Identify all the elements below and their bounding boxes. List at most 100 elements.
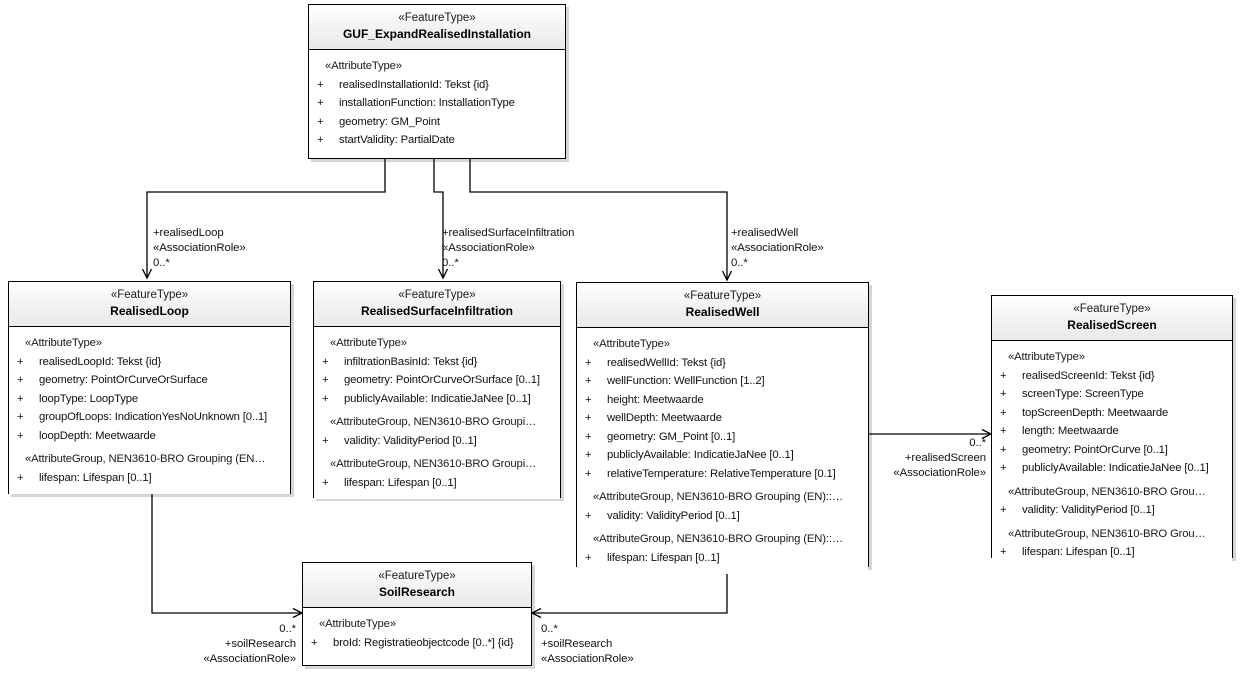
attribute-text: lifespan: Lifespan [0..1] [344, 476, 457, 489]
association-stereotype: «AssociationRole» [442, 242, 535, 254]
class-guf-expandrealisedinstallation[interactable]: «FeatureType» GUF_ExpandRealisedInstalla… [308, 4, 566, 159]
attribute-row: +lifespan: Lifespan [0..1] [314, 474, 560, 493]
attribute-row: +lifespan: Lifespan [0..1] [992, 543, 1232, 562]
class-header: «FeatureType» RealisedScreen [992, 296, 1232, 341]
visibility-marker: + [585, 412, 592, 424]
visibility-marker: + [1000, 462, 1007, 474]
attribute-text: realisedInstallationId: Tekst {id} [339, 78, 489, 91]
visibility-marker: + [317, 97, 324, 109]
class-realisedscreen[interactable]: «FeatureType» RealisedScreen «AttributeT… [991, 295, 1233, 569]
association-label-realisedscreen: 0..* +realisedScreen «AssociationRole» [836, 436, 986, 481]
association-role: +realisedLoop [153, 227, 224, 239]
attribute-row: +validity: ValidityPeriod [0..1] [992, 501, 1232, 520]
attribute-row: +loopType: LoopType [9, 390, 290, 409]
attribute-group-label: «AttributeType» [25, 337, 102, 349]
attribute-row: +geometry: GM_Point [0..1] [577, 428, 868, 447]
attribute-row: +realisedWellId: Tekst {id} [577, 354, 868, 373]
attribute-text: geometry: PointOrCurveOrSurface [39, 374, 208, 386]
class-realisedwell[interactable]: «FeatureType» RealisedWell «AttributeTyp… [576, 282, 869, 574]
association-label-realisedwell: +realisedWell «AssociationRole» 0..* [731, 226, 824, 271]
class-body: «AttributeType» +realisedScreenId: Tekst… [992, 341, 1232, 569]
association-label-realisedsurfaceinfiltration: +realisedSurfaceInfiltration «Associatio… [442, 226, 574, 271]
attribute-row: +realisedScreenId: Tekst {id} [992, 367, 1232, 386]
attribute-text: groupOfLoops: IndicationYesNoUnknown [0.… [39, 411, 268, 423]
attribute-text: startValidity: PartialDate [339, 134, 455, 146]
attribute-text: infiltrationBasinId: Tekst {id} [344, 355, 478, 368]
attribute-row: +groupOfLoops: IndicationYesNoUnknown [0… [9, 408, 290, 427]
class-soilresearch[interactable]: «FeatureType» SoilResearch «AttributeTyp… [302, 562, 532, 666]
association-stereotype: «AssociationRole» [541, 653, 634, 665]
attribute-row: + relativeTemperature: RelativeTemperatur… [577, 465, 868, 484]
visibility-marker: + [585, 393, 592, 406]
attribute-row: + topScreenDepth: Meetwaarde [992, 404, 1232, 423]
association-role: +soilResearch [224, 638, 296, 650]
attribute-row: +broId: Registratieobjectcode [0..*] {id… [303, 634, 531, 653]
visibility-marker: + [585, 356, 592, 369]
class-body: «AttributeType» + realisedInstallationId:… [309, 50, 565, 157]
visibility-marker: + [17, 392, 24, 405]
visibility-marker: + [317, 134, 324, 146]
visibility-marker: + [317, 115, 324, 128]
class-stereotype: «FeatureType» [398, 289, 476, 301]
class-header: «FeatureType» RealisedSurfaceInfiltratio… [314, 282, 560, 327]
visibility-marker: + [322, 392, 329, 405]
class-header: «FeatureType» RealisedWell [577, 283, 868, 328]
attribute-row: +publiclyAvailable: IndicatieJaNee [0..1… [992, 459, 1232, 478]
attribute-group-label: «AttributeType» [330, 337, 407, 349]
attribute-text: topScreenDepth: Meetwaarde [1022, 406, 1169, 419]
attribute-text: geometry: GM_Point [0..1] [607, 430, 736, 443]
attribute-row: +wellFunction: WellFunction [1..2] [577, 372, 868, 391]
association-role: +realisedScreen [904, 452, 986, 464]
association-role: +soilResearch [541, 638, 613, 650]
attribute-group-label: «AttributeGroup, NEN3610-BRO Grouping (E… [593, 533, 844, 545]
class-realisedsurfaceinfiltration[interactable]: «FeatureType» RealisedSurfaceInfiltratio… [313, 281, 561, 499]
association-stereotype: «AssociationRole» [153, 242, 246, 254]
association-label-soilresearch-well: 0..* +soilResearch «AssociationRole» [541, 622, 634, 667]
association-role: +realisedSurfaceInfiltration [442, 227, 575, 239]
attribute-group-label: «AttributeType» [325, 60, 402, 72]
association-stereotype: «AssociationRole» [731, 242, 824, 254]
attribute-row: + wellDepth: Meetwaarde [577, 409, 868, 428]
attribute-row: +validity: ValidityPeriod [0..1] [314, 432, 560, 451]
visibility-marker: + [1000, 406, 1007, 419]
visibility-marker: + [1000, 443, 1007, 456]
visibility-marker: + [585, 551, 592, 564]
attribute-row: +realisedLoopId: Tekst {id} [9, 353, 290, 372]
attribute-row: +geometry: PointOrCurveOrSurface [0..1] [314, 371, 560, 390]
class-header: «FeatureType» SoilResearch [303, 563, 531, 608]
attribute-text: publiclyAvailable: IndicatieJaNee [0..1] [344, 392, 531, 405]
attribute-row: +lifespan: Lifespan [0..1] [577, 549, 868, 568]
attribute-text: loopDepth: Meetwaarde [39, 429, 156, 442]
class-realisedloop[interactable]: «FeatureType» RealisedLoop «AttributeTyp… [8, 281, 291, 494]
class-body: «AttributeType» +realisedLoopId: Tekst {… [9, 327, 290, 494]
class-stereotype: «FeatureType» [110, 289, 189, 301]
attribute-text: installationFunction: InstallationType [339, 97, 515, 109]
attribute-group-label: «AttributeGroup, NEN3610-BRO Groupi… [330, 416, 537, 428]
class-name: RealisedSurfaceInfiltration [360, 304, 514, 318]
association-multiplicity: 0..* [279, 623, 296, 635]
attribute-text: length: Meetwaarde [1022, 425, 1119, 437]
attribute-text: relativeTemperature: RelativeTemperature… [607, 467, 836, 480]
association-role: +realisedWell [731, 227, 799, 239]
attribute-text: geometry: PointOrCurve [0..1] [1022, 443, 1168, 456]
class-body: «AttributeType» +broId: Registratieobjec… [303, 608, 531, 659]
class-name: RealisedWell [685, 305, 760, 319]
visibility-marker: + [585, 467, 592, 480]
association-multiplicity: 0..* [731, 257, 748, 269]
association-multiplicity: 0..* [969, 437, 986, 449]
visibility-marker: + [317, 78, 324, 91]
attribute-text: realisedLoopId: Tekst {id} [39, 355, 162, 368]
attribute-group-label: «AttributeType» [319, 618, 396, 630]
association-label-realisedloop: +realisedLoop «AssociationRole» 0..* [153, 226, 246, 271]
attribute-text: wellDepth: Meetwaarde [607, 412, 722, 424]
association-multiplicity: 0..* [442, 257, 459, 269]
attribute-group-label: «AttributeGroup, NEN3610-BRO Grou… [1008, 485, 1206, 498]
visibility-marker: + [1000, 425, 1007, 437]
attribute-text: geometry: PointOrCurveOrSurface [0..1] [344, 374, 540, 386]
class-name: GUF_ExpandRealisedInstallation [342, 27, 532, 41]
class-stereotype: «FeatureType» [378, 570, 456, 582]
attribute-row: +loopDepth: Meetwaarde [9, 427, 290, 446]
visibility-marker: + [1000, 504, 1007, 516]
attribute-text: validity: ValidityPeriod [0..1] [607, 509, 740, 522]
